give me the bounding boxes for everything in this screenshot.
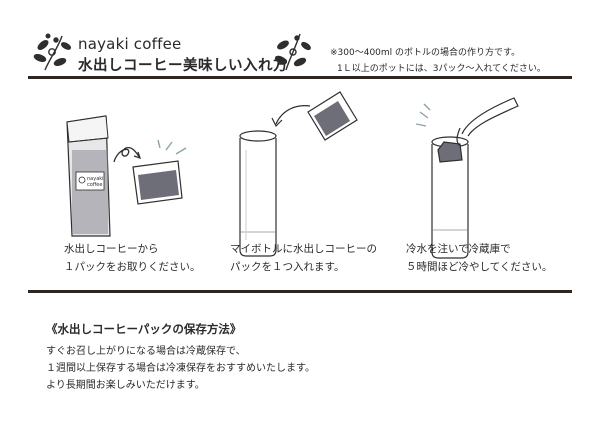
dropping-pack-icon <box>307 91 358 141</box>
step-3-line-2: ５時間ほど冷やしてください。 <box>406 261 553 273</box>
bottle-illustration <box>239 130 277 257</box>
header-divider <box>28 76 572 79</box>
note-line-1: ※300～400ml のボトルの場合の作り方です。 <box>330 48 521 58</box>
bottle-with-water-illustration <box>431 136 469 259</box>
right-coffee-sprig-icon <box>274 33 311 71</box>
left-coffee-sprig-icon <box>33 33 72 71</box>
step-3-caption: 冷水を注いで冷蔵庫で ５時間ほど冷やしてください。 <box>406 240 552 276</box>
coffee-bag-illustration <box>66 115 111 237</box>
coffee-pack-icon <box>132 160 183 205</box>
step-2-caption: マイボトルに水出しコーヒーの パックを１つ入れます。 <box>230 240 377 276</box>
step-3-line-1: 冷水を注いで冷蔵庫で <box>406 243 511 255</box>
note-line-2: 1Ｌ以上のポットには、3パック～入れてください。 <box>337 64 546 74</box>
storage-title: 《水出しコーヒーパックの保存方法》 <box>46 322 242 336</box>
step-2-line-1: マイボトルに水出しコーヒーの <box>230 243 377 255</box>
drop-arrow-icon <box>271 105 311 128</box>
section-divider <box>28 290 572 293</box>
step-1-caption: 水出しコーヒーから １パックをお取りください。 <box>64 240 201 276</box>
brand-name: nayaki coffee <box>78 35 182 53</box>
storage-line-1: すぐお召し上がりになる場合は冷蔵保存で、 <box>46 346 246 357</box>
splash-lines-icon <box>415 103 431 127</box>
step-2-line-2: パックを１つ入れます。 <box>230 261 345 273</box>
pitcher-spout-icon <box>456 97 519 147</box>
step-1-line-1: 水出しコーヒーから <box>64 243 159 255</box>
step-1-line-2: １パックをお取りください。 <box>64 261 201 273</box>
storage-line-3: より長期間お楽しみいただけます。 <box>46 380 205 391</box>
bag-label-line1: nayaki <box>87 176 104 182</box>
spark-lines-icon <box>157 139 187 155</box>
bag-label-line2: coffee <box>87 182 102 188</box>
curly-arrow-icon <box>113 146 142 163</box>
bag-label <box>75 171 105 191</box>
page-title: 水出しコーヒー美味しい入れ方 <box>78 58 288 74</box>
storage-line-2: １週間以上保存する場合は冷凍保存をおすすめいたします。 <box>46 363 315 374</box>
